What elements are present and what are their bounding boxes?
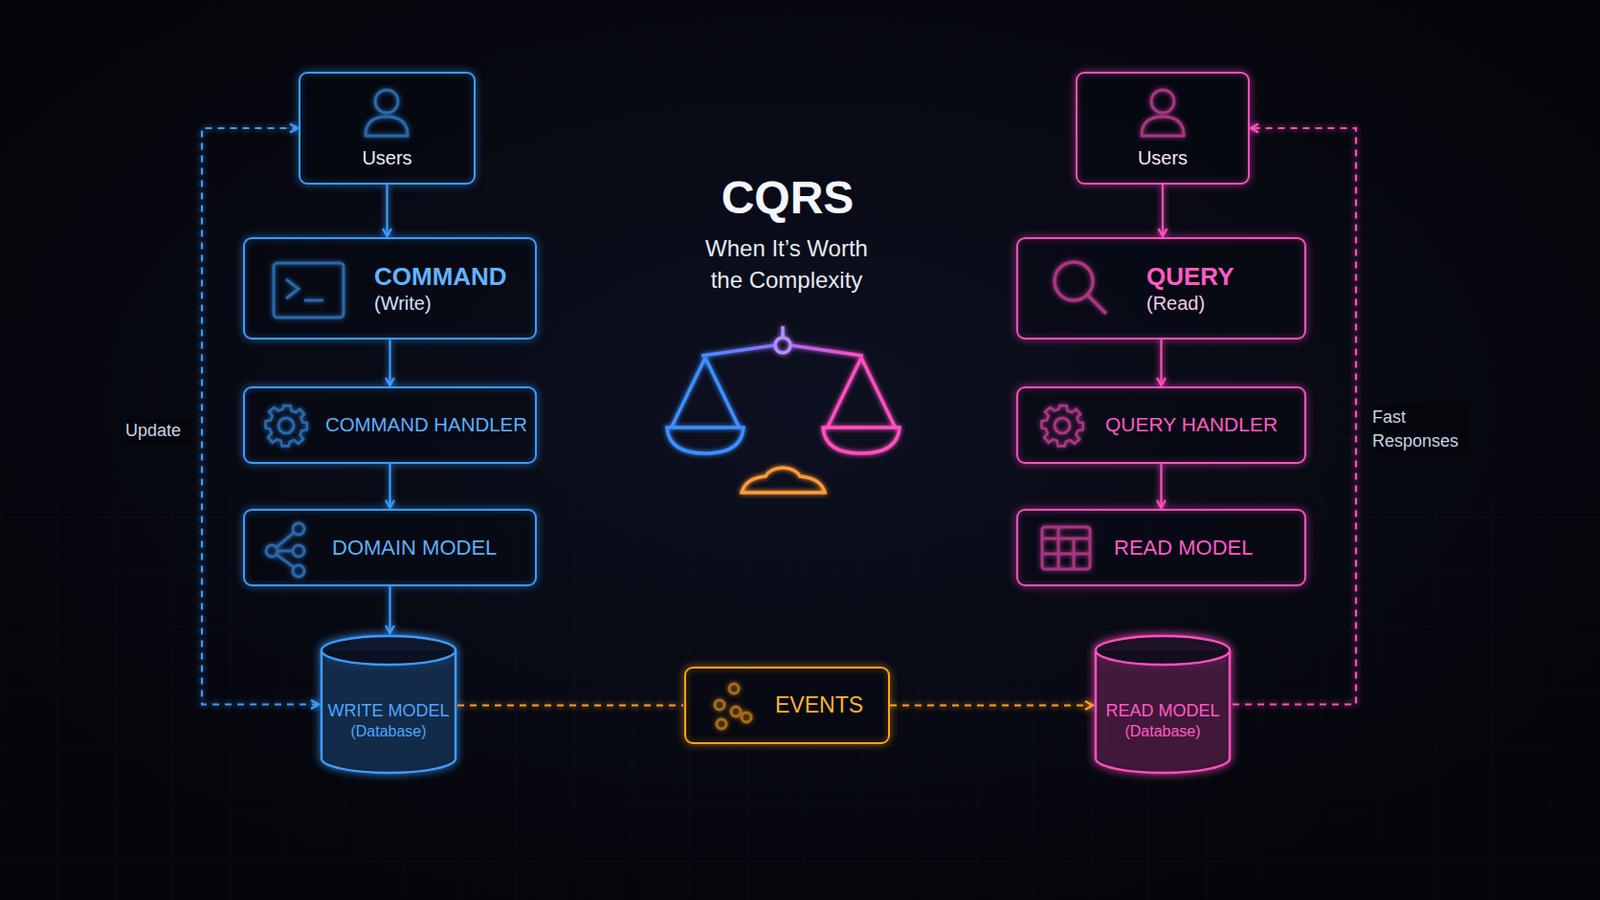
arrow-connector xyxy=(385,184,388,237)
balance-scale xyxy=(666,326,900,493)
process-box: QUERY(Read) xyxy=(1016,237,1307,340)
node-label: DOMAIN MODEL xyxy=(332,534,497,562)
node-sublabel: (Database) xyxy=(1124,722,1200,742)
arrow-connector xyxy=(1159,464,1162,509)
node-label: QUERY xyxy=(1146,261,1235,293)
node-label: QUERY HANDLER xyxy=(1105,412,1278,438)
node-label: EVENTS xyxy=(775,691,864,720)
process-box: COMMAND(Write) xyxy=(243,237,537,340)
dashed-connector xyxy=(889,704,1093,707)
node-sublabel: (Read) xyxy=(1146,291,1205,316)
arrow-connector xyxy=(1161,184,1164,237)
cylinder-top xyxy=(1095,636,1230,666)
node-label: COMMAND xyxy=(374,261,508,293)
node-label: READ MODEL xyxy=(1113,534,1253,562)
node-label: READ MODEL xyxy=(1105,700,1220,723)
node-label: Users xyxy=(361,146,412,171)
cylinder-body xyxy=(1095,650,1230,774)
user-box: Users xyxy=(1075,71,1250,185)
cylinder-body xyxy=(321,650,456,774)
process-box: EVENTS xyxy=(684,666,890,745)
arrow-connector xyxy=(1159,339,1162,386)
node-label: WRITE MODEL xyxy=(327,700,449,723)
cylinder-top xyxy=(321,636,456,666)
floor-grid xyxy=(0,497,1600,900)
node-sublabel: (Write) xyxy=(374,291,432,316)
node-label: COMMAND HANDLER xyxy=(325,413,528,439)
user-box: Users xyxy=(298,71,476,185)
process-box: COMMAND HANDLER xyxy=(243,386,537,465)
process-box: READ MODEL xyxy=(1016,509,1307,587)
process-box: DOMAIN MODEL xyxy=(243,509,537,587)
edge-label: Update xyxy=(125,419,193,444)
node-label: Users xyxy=(1137,146,1188,171)
arrow-connector xyxy=(388,464,391,509)
dashed-connector xyxy=(457,704,684,707)
process-box: QUERY HANDLER xyxy=(1016,386,1307,465)
diagram-title: CQRS xyxy=(644,170,932,226)
diagram-subtitle: When It’s Worth the Complexity xyxy=(690,233,883,296)
database-cylinder: WRITE MODEL(Database) xyxy=(319,634,458,776)
edge-label: Fast Responses xyxy=(1372,405,1468,454)
node-sublabel: (Database) xyxy=(350,722,426,742)
database-cylinder: READ MODEL(Database) xyxy=(1093,634,1232,776)
arrow-connector xyxy=(388,339,391,386)
arrow-connector xyxy=(388,586,391,634)
